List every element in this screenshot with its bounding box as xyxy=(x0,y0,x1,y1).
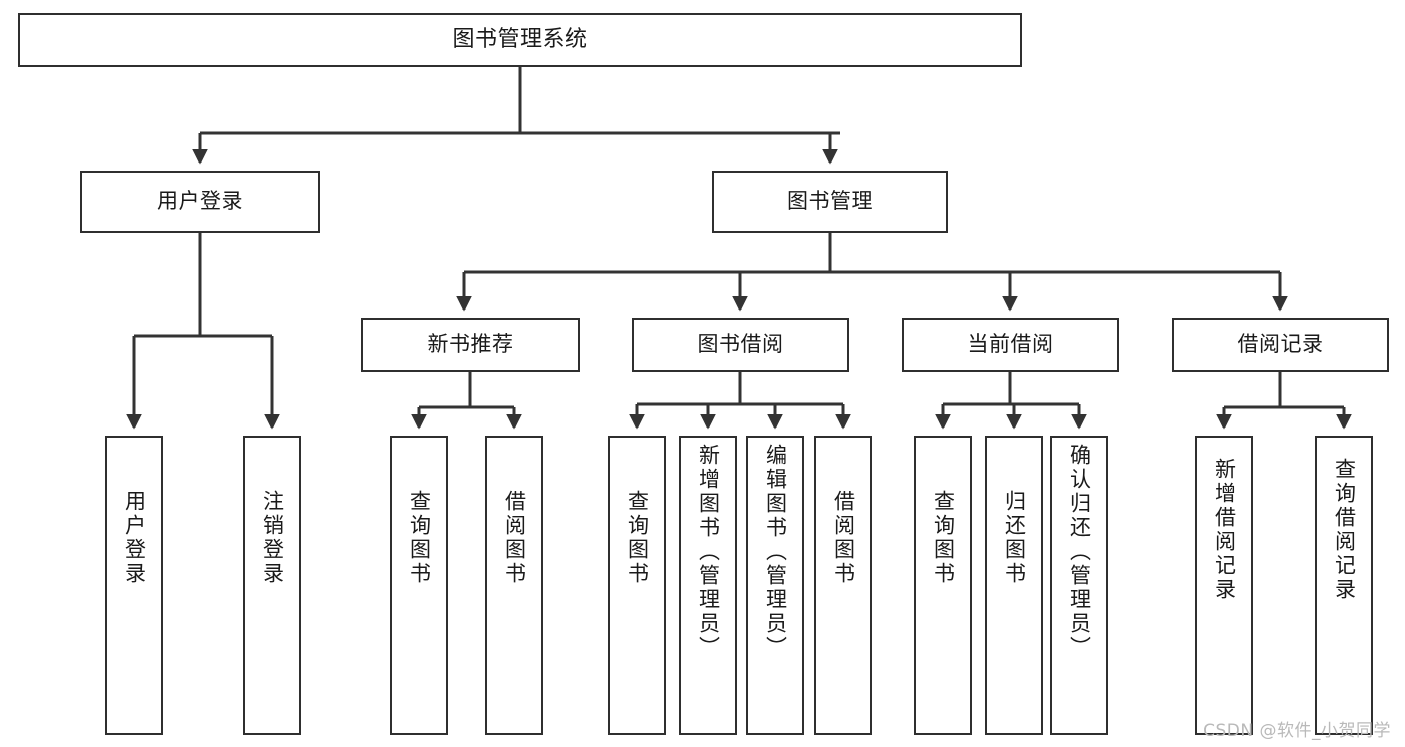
node-leaf-query-record-label: 查询借阅记录 xyxy=(1332,458,1357,602)
node-leaf-add-record[interactable]: 新增借阅记录 xyxy=(1195,436,1253,735)
node-book-manage-label: 图书管理 xyxy=(787,189,873,214)
node-user-login-label: 用户登录 xyxy=(157,189,243,214)
node-leaf-user-logout-label: 注销登录 xyxy=(260,490,285,586)
node-leaf-query-record[interactable]: 查询借阅记录 xyxy=(1315,436,1373,735)
node-leaf-query-book-1-label: 查询图书 xyxy=(407,490,432,586)
node-book-borrow[interactable]: 图书借阅 xyxy=(632,318,849,372)
node-leaf-confirm-return-label: 确认归还（管理员） xyxy=(1067,444,1092,660)
node-book-borrow-label: 图书借阅 xyxy=(697,332,784,357)
node-leaf-query-book-3-label: 查询图书 xyxy=(931,490,956,586)
node-current-borrow[interactable]: 当前借阅 xyxy=(902,318,1119,372)
node-new-book-rec-label: 新书推荐 xyxy=(427,332,514,357)
node-leaf-query-book-2[interactable]: 查询图书 xyxy=(608,436,666,735)
node-leaf-return-book-label: 归还图书 xyxy=(1002,490,1027,586)
node-leaf-user-logout[interactable]: 注销登录 xyxy=(243,436,301,735)
node-leaf-edit-book-label: 编辑图书（管理员） xyxy=(763,444,788,660)
wire-group xyxy=(126,67,1352,430)
node-new-book-rec[interactable]: 新书推荐 xyxy=(361,318,580,372)
node-leaf-borrow-book-2[interactable]: 借阅图书 xyxy=(814,436,872,735)
node-leaf-query-book-1[interactable]: 查询图书 xyxy=(390,436,448,735)
node-borrow-record[interactable]: 借阅记录 xyxy=(1172,318,1389,372)
node-book-manage[interactable]: 图书管理 xyxy=(712,171,948,233)
node-leaf-borrow-book-1-label: 借阅图书 xyxy=(502,490,527,586)
node-root[interactable]: 图书管理系统 xyxy=(18,13,1022,67)
node-leaf-return-book[interactable]: 归还图书 xyxy=(985,436,1043,735)
node-user-login[interactable]: 用户登录 xyxy=(80,171,320,233)
node-leaf-query-book-2-label: 查询图书 xyxy=(625,490,650,586)
node-leaf-borrow-book-1[interactable]: 借阅图书 xyxy=(485,436,543,735)
node-leaf-add-record-label: 新增借阅记录 xyxy=(1212,458,1237,602)
node-leaf-confirm-return[interactable]: 确认归还（管理员） xyxy=(1050,436,1108,735)
node-current-borrow-label: 当前借阅 xyxy=(967,332,1054,357)
node-leaf-add-book-label: 新增图书（管理员） xyxy=(696,444,721,660)
node-borrow-record-label: 借阅记录 xyxy=(1237,332,1324,357)
csdn-watermark: CSDN @软件_小贺同学 xyxy=(1203,721,1391,741)
node-leaf-query-book-3[interactable]: 查询图书 xyxy=(914,436,972,735)
node-leaf-user-login-label: 用户登录 xyxy=(122,490,147,586)
node-leaf-borrow-book-2-label: 借阅图书 xyxy=(831,490,856,586)
node-leaf-add-book[interactable]: 新增图书（管理员） xyxy=(679,436,737,735)
node-leaf-edit-book[interactable]: 编辑图书（管理员） xyxy=(746,436,804,735)
node-leaf-user-login[interactable]: 用户登录 xyxy=(105,436,163,735)
node-root-label: 图书管理系统 xyxy=(452,26,588,52)
